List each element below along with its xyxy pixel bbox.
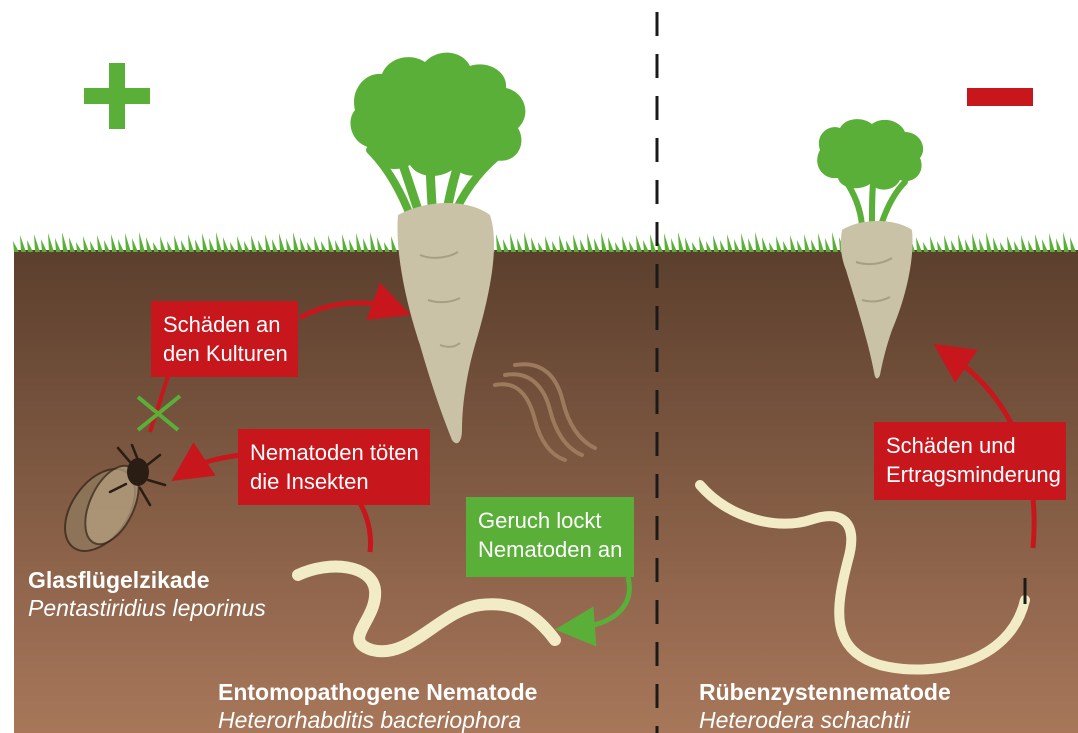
entomopathogenic-label: Entomopathogene Nematode Heterorhabditis… [218,678,537,733]
smell-attracts-line2: Nematoden an [478,535,622,564]
grass-strip [13,232,1076,252]
damage-crops-line2: den Kulturen [163,339,286,368]
damage-crops-line1: Schäden an [163,310,286,339]
smell-attracts-box: Geruch lockt Nematoden an [466,497,634,577]
nematodes-kill-box: Nematoden töten die Insekten [238,429,430,505]
entomopathogenic-common-name: Entomopathogene Nematode [218,678,537,706]
minus-icon [967,88,1033,106]
plus-icon [84,63,150,129]
damage-yield-line2: Ertragsminderung [886,460,1054,489]
planthopper-latin-name: Pentastiridius leporinus [28,594,266,622]
planthopper-common-name: Glasflügelzikade [28,566,266,594]
cyst-nematode-label: Rübenzystennematode Heterodera schachtii [699,678,951,733]
cyst-nematode-common-name: Rübenzystennematode [699,678,951,706]
smell-attracts-line1: Geruch lockt [478,506,622,535]
damage-yield-line1: Schäden und [886,431,1054,460]
grass-blades [13,232,1076,252]
nematodes-kill-line2: die Insekten [250,467,418,496]
damage-crops-box: Schäden an den Kulturen [151,301,298,377]
damage-yield-box: Schäden und Ertragsminderung [874,422,1066,500]
entomopathogenic-latin-name: Heterorhabditis bacteriophora [218,706,537,733]
nematodes-kill-line1: Nematoden töten [250,438,418,467]
cyst-nematode-latin-name: Heterodera schachtii [699,706,951,733]
planthopper-label: Glasflügelzikade Pentastiridius leporinu… [28,566,266,622]
